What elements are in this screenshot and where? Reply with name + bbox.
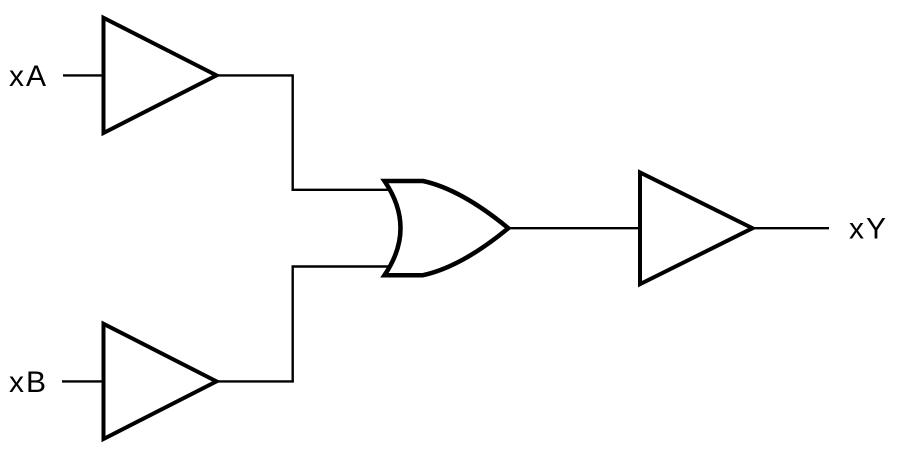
svg-text:xA: xA <box>9 60 48 93</box>
svg-text:xY: xY <box>849 213 888 246</box>
svg-text:xB: xB <box>9 366 48 399</box>
